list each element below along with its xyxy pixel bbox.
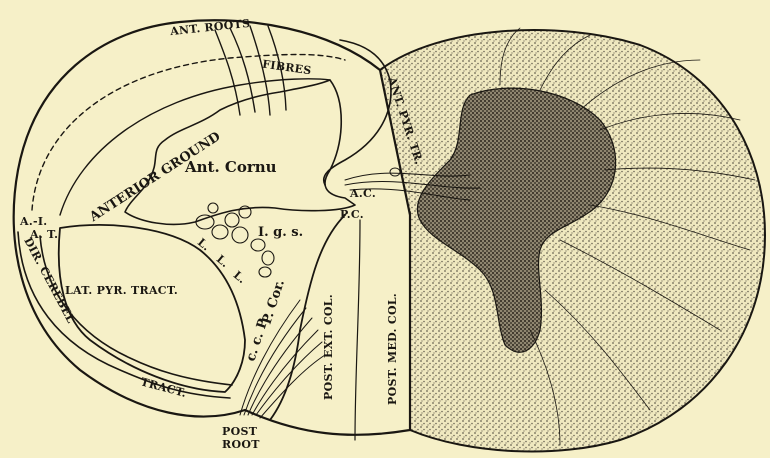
label-lat-pyr-tract: LAT. PYR. TRACT.: [65, 284, 178, 297]
label-l-g-s: I. g. s.: [258, 225, 303, 240]
label-post-med-col: POST. MED. COL.: [386, 293, 399, 405]
label-a-c: A.C.: [349, 187, 376, 200]
label-p-c: P.C.: [340, 208, 364, 221]
right-half-white-matter: [380, 30, 765, 451]
label-post-root-2: ROOT: [222, 438, 260, 451]
label-post-root-1: POST: [222, 425, 258, 438]
label-ant-cornu: Ant. Cornu: [184, 158, 277, 176]
label-post-ext-col: POST. EXT. COL.: [322, 294, 335, 400]
left-half-outline: [14, 20, 410, 434]
label-a-l: A.-I.: [19, 215, 47, 228]
